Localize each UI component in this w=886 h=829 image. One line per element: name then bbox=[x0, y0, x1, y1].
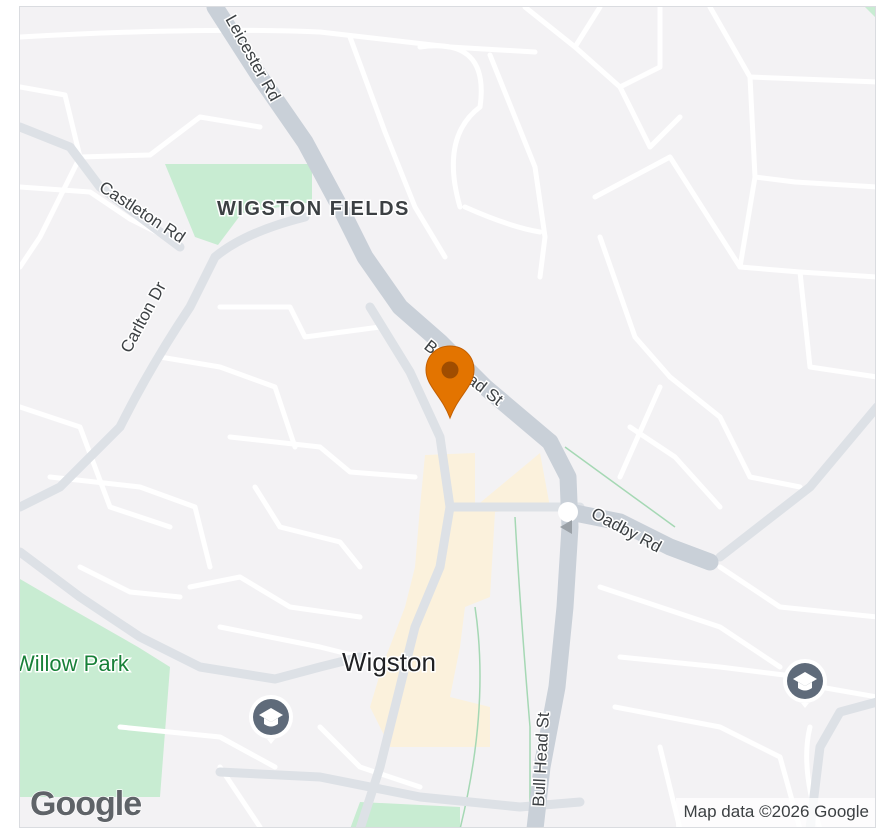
park-areas bbox=[20, 7, 875, 827]
minor-streets bbox=[20, 7, 875, 827]
roundabout bbox=[558, 502, 578, 522]
map-attribution: Map data ©2026 Google bbox=[675, 798, 875, 827]
oadby-rd bbox=[561, 503, 719, 571]
road-west-south bbox=[20, 547, 365, 684]
map-pin-icon[interactable] bbox=[424, 344, 476, 420]
bull-head-st bbox=[526, 433, 579, 827]
google-logo: Google bbox=[29, 784, 142, 823]
east-arc bbox=[805, 697, 875, 827]
park-area-south bbox=[350, 802, 460, 827]
roundabout-arrow bbox=[560, 520, 572, 534]
label-willow-park: Willow Park bbox=[20, 651, 130, 676]
town-centre-area bbox=[370, 453, 550, 747]
mid-spine bbox=[355, 302, 455, 827]
label-leicester-rd: Leicester Rd bbox=[222, 12, 285, 105]
label-wigston: Wigston bbox=[342, 647, 436, 677]
wigston-fields-green bbox=[165, 164, 312, 245]
park-corner-ne bbox=[865, 7, 875, 17]
label-wigston-fields: WIGSTON FIELDS bbox=[217, 198, 410, 220]
label-castleton-rd: Castleton Rd bbox=[96, 177, 189, 246]
school-icon[interactable] bbox=[247, 693, 295, 745]
carlton-dr bbox=[20, 212, 310, 512]
south-east-road bbox=[215, 767, 585, 812]
willow-park-area bbox=[20, 579, 170, 797]
map-canvas[interactable]: Leicester Rd Castleton Rd Carlton Dr Bul… bbox=[19, 6, 876, 828]
label-bull-head-st-south: Bull Head St bbox=[529, 712, 553, 808]
castleton-rd bbox=[20, 122, 185, 252]
east-road bbox=[715, 402, 875, 562]
school-icon[interactable] bbox=[781, 657, 829, 709]
